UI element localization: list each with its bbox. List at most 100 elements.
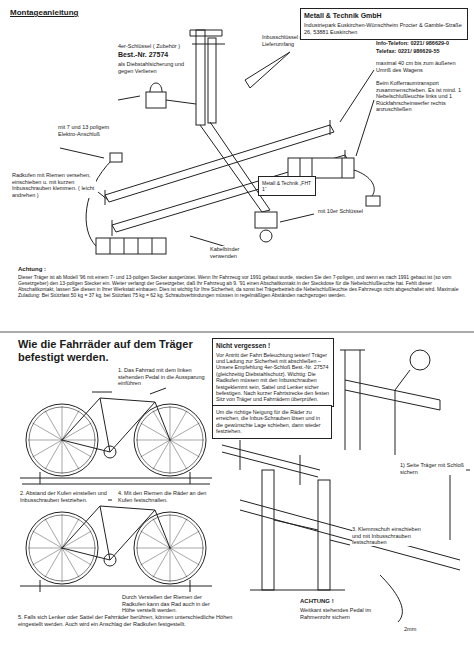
- bike-drawing-stroke: [170, 514, 171, 548]
- bike-drawing-stroke: [29, 407, 95, 473]
- carrier-drawing-stroke: [166, 100, 196, 104]
- bike-drawing-stroke: [62, 519, 79, 548]
- bike-drawing-stroke: [134, 512, 206, 584]
- carrier-drawing-stroke: [146, 92, 166, 108]
- bike-drawing: [20, 388, 212, 592]
- page-title: Montageanleitung: [10, 8, 78, 17]
- carrier-drawing: [60, 30, 380, 254]
- bike-drawing-stroke: [170, 440, 187, 469]
- box-heading: Metall & Technik GmbH: [304, 12, 464, 20]
- carrier-closeup-stroke: [318, 480, 330, 590]
- bike-drawing-stroke: [20, 472, 212, 484]
- section-heading: Wie die Fahrräder auf dem Träger befesti…: [18, 338, 208, 364]
- carrier-closeup: [240, 470, 470, 622]
- bike-drawing-stroke: [170, 406, 171, 440]
- bike-drawing-stroke: [136, 440, 170, 441]
- bike-drawing-stroke: [62, 548, 91, 565]
- bike-drawing-stroke: [29, 515, 95, 581]
- carrier-drawing-stroke: [280, 214, 314, 222]
- callout-label: Durch Verstellen der Riemen der Radkufen…: [122, 594, 210, 614]
- box-text: Industriepark Euskirchen-Wünschheim Proc…: [304, 22, 464, 35]
- carrier-drawing-stroke: [96, 238, 166, 254]
- bike-drawing-stroke: [62, 440, 63, 474]
- bike-drawing-stroke: [45, 440, 62, 469]
- bike-drawing-stroke: [62, 440, 96, 441]
- carrier-drawing-stroke: [260, 230, 272, 242]
- box-text: Vor Antritt der Fahrt Beleuchtung testen…: [216, 352, 330, 403]
- bike-drawing-stroke: [170, 548, 204, 549]
- bike-drawing-stroke: [62, 440, 91, 457]
- bike-drawing-stroke: [170, 531, 199, 548]
- bike-drawing-stroke: [62, 388, 170, 452]
- carrier-closeup-stroke: [262, 470, 274, 590]
- bike-drawing-stroke: [26, 512, 98, 584]
- callout-label: Telefax: 0221/ 986629-55: [376, 48, 440, 55]
- bike-drawing-stroke: [33, 548, 62, 565]
- bike-drawing-stroke: [170, 519, 187, 548]
- bike-drawing-stroke: [141, 440, 170, 457]
- callout-label: mit 7 und 13 poligem Elektro-Anschluß: [58, 124, 116, 137]
- carrier-drawing-stroke: [110, 153, 122, 162]
- bike-drawing-stroke: [45, 519, 62, 548]
- carrier-drawing-stroke: [300, 158, 342, 178]
- carrier-drawing-stroke: [255, 212, 277, 228]
- callout-label: Kabelbinder verwenden: [210, 246, 260, 259]
- header-box: Metall & Technik GmbH Industriepark Euski…: [300, 8, 468, 40]
- sticker-label: Metall & Technik „FHT 1“: [258, 176, 316, 196]
- bike-drawing-stroke: [170, 548, 187, 577]
- clamp-detail-stroke: [410, 350, 430, 370]
- callout-label: maximal 40 cm bis zum äußeren Umriß des …: [376, 60, 468, 73]
- bike-drawing-stroke: [170, 440, 199, 457]
- callout-label: 2mm: [404, 626, 416, 633]
- bike-drawing-stroke: [170, 548, 199, 565]
- callout-label: Weitkant stehendes Pedal im Rahmenrohr s…: [300, 607, 390, 620]
- carrier-drawing-stroke: [110, 238, 152, 254]
- bike-drawing-stroke: [33, 440, 62, 457]
- callout-label: mit 10er Schlüssel: [318, 208, 363, 215]
- callout-label: 1) Seite Träger mit Schloß sichern: [400, 462, 466, 475]
- bike-drawing-stroke: [153, 411, 170, 440]
- callout-label: 4. Mit den Riemen die Räder an den Kufen…: [118, 490, 208, 503]
- bike-drawing-stroke: [141, 531, 170, 548]
- carrier-drawing-stroke: [200, 122, 270, 212]
- carrier-drawing-stroke: [105, 120, 345, 236]
- bike-drawing-stroke: [170, 411, 187, 440]
- carrier-drawing-stroke: [118, 96, 140, 100]
- bike-drawing-stroke: [170, 423, 199, 440]
- bike-drawing-stroke: [153, 440, 170, 469]
- carrier-drawing-stroke: [354, 170, 374, 196]
- bike-drawing-stroke: [62, 423, 91, 440]
- box-text: Um die richtige Neigung für die Räder zu…: [216, 409, 328, 434]
- bike-drawing-stroke: [136, 548, 170, 549]
- bike-drawing-stroke: [141, 548, 170, 565]
- bike-drawing-stroke: [170, 548, 171, 582]
- bike-drawing-stroke: [137, 407, 203, 473]
- bike-drawing-stroke: [26, 404, 98, 476]
- note-box: Nicht vergessen ! Vor Antritt der Fahrt B…: [212, 338, 334, 407]
- bike-drawing-stroke: [134, 404, 206, 476]
- bike-drawing-stroke: [137, 515, 203, 581]
- carrier-closeup-stroke: [240, 500, 460, 590]
- carrier-drawing-stroke: [366, 196, 380, 206]
- box-text: Metall & Technik „FHT 1“: [262, 180, 312, 192]
- carrier-drawing-stroke: [150, 83, 162, 92]
- bike-drawing-stroke: [33, 423, 62, 440]
- box-heading: Nicht vergessen !: [216, 342, 330, 350]
- carrier-closeup-stroke: [430, 470, 470, 540]
- bike-drawing-stroke: [104, 554, 116, 566]
- divider-line: [0, 332, 474, 333]
- bike-drawing-stroke: [28, 548, 62, 549]
- bike-drawing-stroke: [104, 446, 116, 458]
- clamp-detail-stroke: [340, 350, 440, 455]
- bike-drawing-stroke: [62, 440, 79, 469]
- callout-label: als Diebstahlsicherung und gegen Verlier…: [118, 61, 190, 74]
- callout-label: 3. Klemmschuh einschieben und mit Inbuss…: [352, 526, 426, 546]
- clamp-detail-stroke: [395, 370, 410, 390]
- carrier-drawing-stroke: [245, 52, 290, 88]
- bike-drawing-stroke: [62, 514, 63, 548]
- carrier-drawing-stroke: [60, 70, 374, 248]
- callout-label: Beim Kofferraumtransport zusammenschiebe…: [376, 80, 468, 113]
- carrier-drawing-stroke: [288, 158, 354, 178]
- callout-label: Info-Telefon: 0221/ 986629-0: [376, 40, 449, 47]
